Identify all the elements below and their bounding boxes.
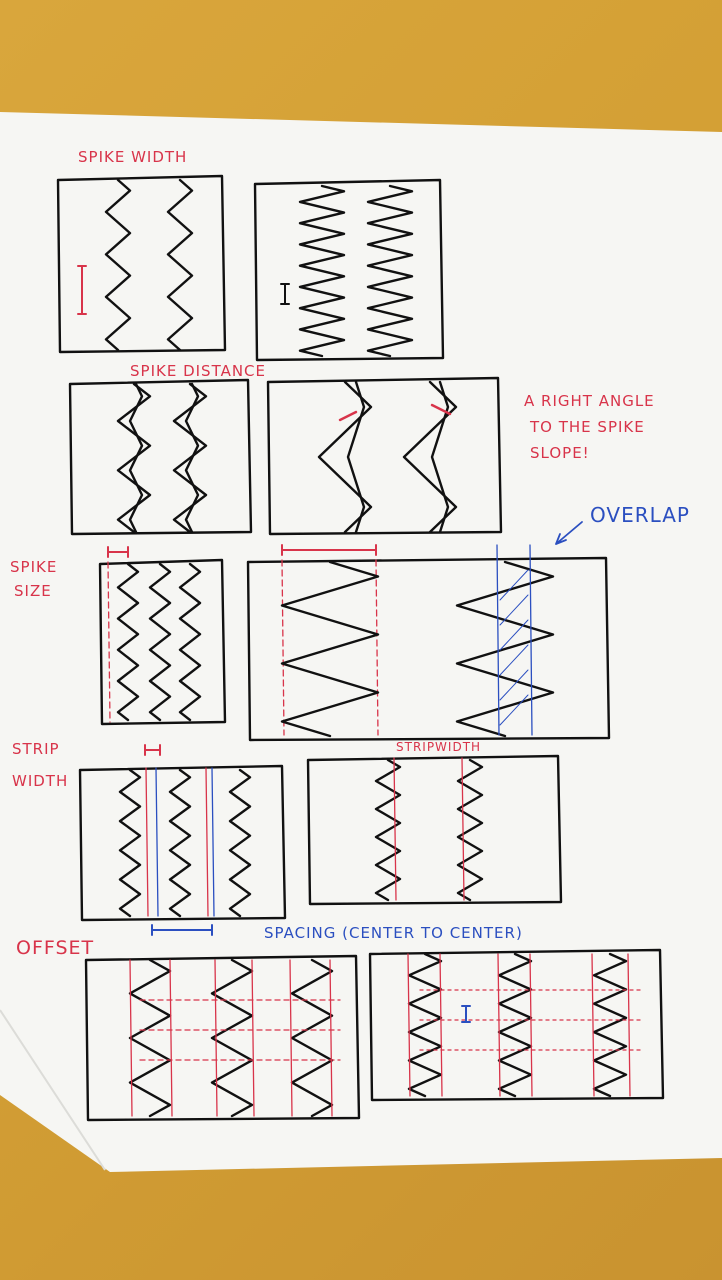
zigzag-strip bbox=[298, 184, 346, 358]
zigzag-strip bbox=[118, 768, 142, 918]
distance-marker bbox=[338, 410, 358, 422]
sketch-strip-width-b bbox=[306, 754, 563, 906]
guide-line bbox=[205, 767, 209, 917]
note-right-angle-3: SLOPE! bbox=[530, 444, 590, 462]
zigzag-strip bbox=[128, 958, 172, 1118]
guide-line bbox=[329, 959, 333, 1117]
guide-line bbox=[211, 767, 215, 917]
zigzag-strip bbox=[168, 768, 192, 918]
guide-line bbox=[497, 953, 501, 1097]
offset-marker bbox=[461, 1005, 471, 1023]
guide-line bbox=[145, 767, 149, 917]
sketch-spike-size-a bbox=[98, 558, 227, 726]
guide-line bbox=[393, 757, 397, 901]
guide-line bbox=[407, 953, 411, 1097]
guide-line bbox=[155, 767, 159, 917]
zigzag-strip bbox=[116, 562, 140, 722]
guide-line bbox=[591, 953, 595, 1097]
guide-line bbox=[627, 953, 631, 1097]
label-spike-size-1: SPIKE bbox=[10, 558, 57, 576]
guide-line bbox=[375, 559, 379, 736]
measure-marker bbox=[77, 265, 87, 315]
label-overlap: OVERLAP bbox=[590, 503, 690, 527]
zigzag-strip bbox=[592, 952, 628, 1098]
label-stripwidth: STRIPWIDTH bbox=[396, 740, 481, 754]
strip-width-marker bbox=[144, 744, 161, 756]
sketch-spike-width-b bbox=[253, 178, 445, 362]
zigzag-strip bbox=[172, 382, 208, 534]
zigzag-strip bbox=[366, 184, 414, 358]
zigzag-strip bbox=[184, 382, 200, 534]
zigzag-strip bbox=[455, 560, 555, 738]
distance-marker bbox=[430, 403, 452, 416]
zigzag-strip bbox=[178, 562, 202, 722]
zigzag-strip bbox=[228, 768, 252, 918]
sketch-spike-distance-a bbox=[68, 378, 253, 536]
label-strip-width-2: WIDTH bbox=[12, 772, 68, 790]
note-right-angle-1: A RIGHT ANGLE bbox=[524, 392, 655, 410]
overlap-hatch bbox=[499, 669, 529, 701]
label-spike-distance: SPIKE DISTANCE bbox=[130, 362, 266, 380]
label-spike-width: SPIKE WIDTH bbox=[78, 148, 187, 166]
sketch-spike-size-b bbox=[246, 556, 611, 742]
overlap-arrow bbox=[555, 521, 583, 545]
zigzag-strip bbox=[430, 380, 450, 534]
guide-line bbox=[529, 953, 533, 1097]
sketch-offset-b bbox=[368, 948, 665, 1102]
sketch-spike-distance-b bbox=[266, 376, 503, 536]
overlap-line bbox=[496, 544, 500, 736]
zigzag-strip bbox=[280, 560, 380, 738]
zigzag-strip bbox=[346, 380, 366, 534]
overlap-line bbox=[529, 544, 533, 736]
guide-line bbox=[281, 559, 285, 736]
drawing-layer bbox=[56, 174, 665, 1122]
guide-line bbox=[461, 757, 465, 901]
guide-line bbox=[169, 959, 173, 1117]
zigzag-strip bbox=[128, 382, 144, 534]
spacing-marker bbox=[151, 924, 213, 936]
paper-sheet bbox=[0, 112, 722, 1172]
zigzag-strip bbox=[166, 178, 194, 352]
label-spike-size-2: SIZE bbox=[14, 582, 52, 600]
overlap-hatch bbox=[499, 619, 529, 651]
guide-line bbox=[439, 953, 443, 1097]
zigzag-strip bbox=[148, 562, 172, 722]
zigzag-strip bbox=[210, 958, 254, 1118]
size-marker bbox=[281, 544, 377, 556]
overlap-hatch bbox=[499, 694, 529, 726]
overlap-hatch bbox=[499, 569, 529, 601]
note-right-angle-2: TO THE SPIKE bbox=[529, 418, 645, 436]
zigzag-strip bbox=[104, 178, 132, 352]
zigzag-strip bbox=[290, 958, 334, 1118]
overlap-hatch bbox=[499, 644, 529, 676]
guide-line bbox=[214, 959, 218, 1117]
label-offset: OFFSET bbox=[16, 937, 94, 959]
sketch-offset-a bbox=[84, 954, 361, 1122]
label-spacing: SPACING (CENTER TO CENTER) bbox=[264, 924, 523, 942]
guide-line bbox=[129, 959, 133, 1117]
guide-line bbox=[251, 959, 255, 1117]
zigzag-strip bbox=[497, 952, 533, 1098]
guide-line bbox=[107, 561, 111, 723]
sketch-strip-width-a bbox=[78, 764, 287, 922]
overlap-hatch bbox=[499, 594, 529, 626]
zigzag-strip bbox=[116, 382, 152, 534]
size-marker bbox=[107, 546, 129, 558]
zigzag-strip bbox=[402, 380, 458, 534]
measure-marker bbox=[280, 283, 290, 305]
guide-line bbox=[289, 959, 293, 1117]
zigzag-strip bbox=[407, 952, 443, 1098]
paper-fold bbox=[0, 1009, 106, 1171]
sketch-spike-width-a bbox=[56, 174, 227, 354]
label-strip-width-1: STRIP bbox=[12, 740, 60, 758]
